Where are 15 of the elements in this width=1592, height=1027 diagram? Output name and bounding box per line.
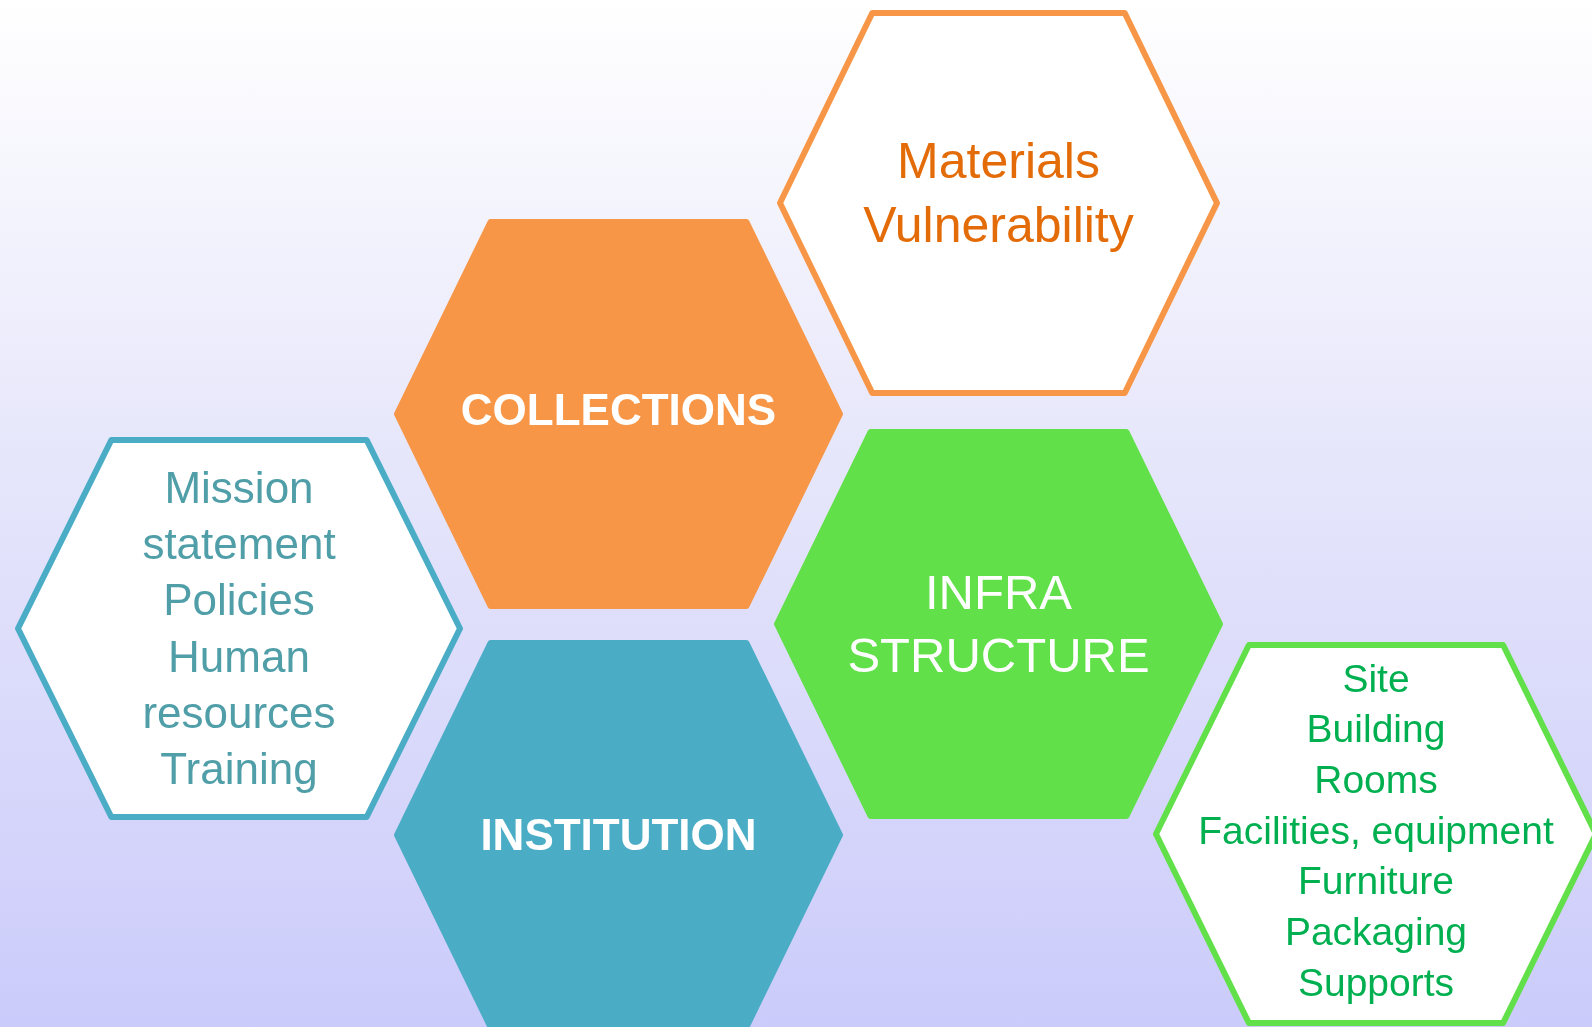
hexagon-label: COLLECTIONS xyxy=(460,383,777,436)
hexagon-label: Rooms xyxy=(1314,756,1438,803)
hexagon-label: Site xyxy=(1342,655,1410,702)
hexagon-label: Building xyxy=(1306,706,1446,753)
hexagon-label: Supports xyxy=(1297,959,1455,1006)
hexagon-label: Furniture xyxy=(1297,858,1455,905)
hexagon-label: Facilities, equipment xyxy=(1198,807,1554,854)
hexagon-label: Training xyxy=(160,743,318,796)
hexagon-label: Policies xyxy=(163,574,315,627)
hexagon-label: INSTITUTION xyxy=(480,808,757,861)
hexagon-label: Human resources xyxy=(141,630,337,739)
hexagon-label: Materials Vulnerability xyxy=(862,132,1135,255)
hexagon-label: Packaging xyxy=(1284,909,1468,956)
hexagon-label: Mission statement xyxy=(141,461,337,570)
hexagon-label: INFRA STRUCTURE xyxy=(847,564,1150,684)
